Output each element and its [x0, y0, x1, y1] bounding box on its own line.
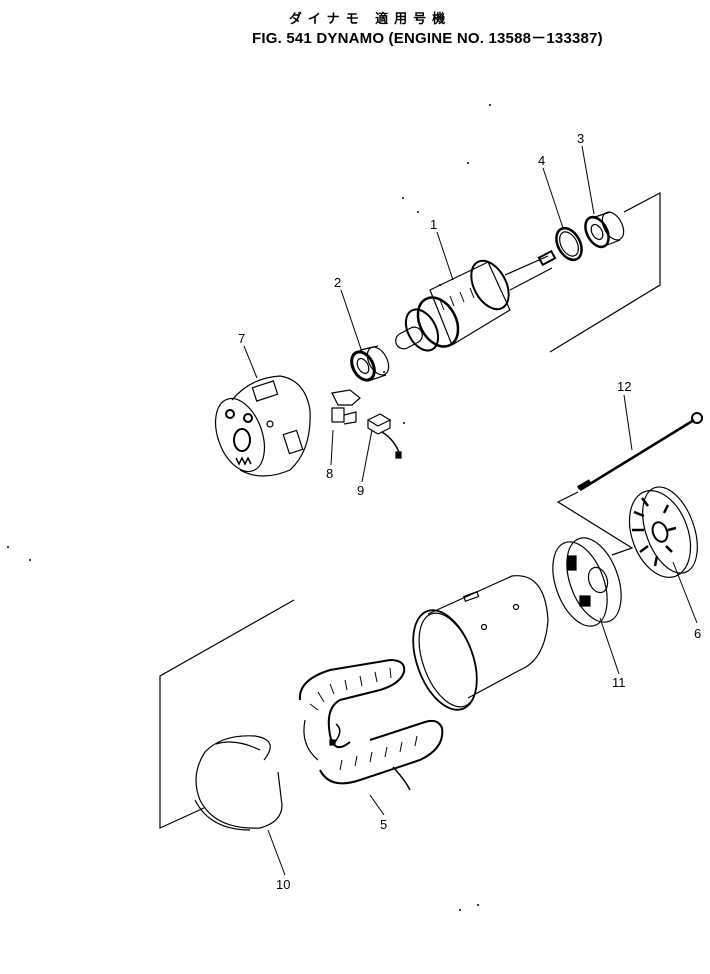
- callout-4: 4: [538, 153, 546, 168]
- callout-9: 9: [357, 483, 365, 498]
- through-bolt-part: [576, 412, 703, 492]
- ring-part: [555, 226, 583, 262]
- callout-5: 5: [380, 817, 388, 832]
- callout-7: 7: [238, 331, 246, 346]
- callout-6: 6: [694, 626, 702, 641]
- figure-subtitle-jp: ダイナモ 適用号機: [288, 12, 452, 27]
- callout-1: 1: [430, 217, 438, 232]
- scan-specks: [7, 104, 491, 911]
- brush-holder-part: [331, 389, 361, 425]
- end-frame-commutator-part: [214, 375, 311, 477]
- callout-8: 8: [326, 466, 334, 481]
- end-frame-drive-part: [552, 537, 622, 627]
- brush-part: [366, 413, 402, 459]
- band-part: [194, 735, 283, 831]
- field-coil-part: [298, 658, 444, 791]
- group-bracket-top: [549, 192, 661, 353]
- armature-part: [395, 249, 557, 352]
- leader-lines: [243, 145, 698, 876]
- bearing-rear-part: [584, 211, 625, 249]
- callout-3: 3: [577, 131, 585, 146]
- callout-10: 10: [276, 877, 291, 892]
- group-bracket-left: [159, 599, 295, 829]
- callout-11: 11: [612, 675, 626, 690]
- yoke-housing-part: [412, 575, 549, 711]
- fan-part: [628, 486, 698, 578]
- callout-12: 12: [617, 379, 632, 394]
- callout-2: 2: [334, 275, 342, 290]
- figure-title: FIG. 541 DYNAMO (ENGINE NO. 13588－133387…: [252, 30, 603, 47]
- group-bracket-right: [556, 491, 634, 556]
- bearing-front-part: [350, 345, 390, 382]
